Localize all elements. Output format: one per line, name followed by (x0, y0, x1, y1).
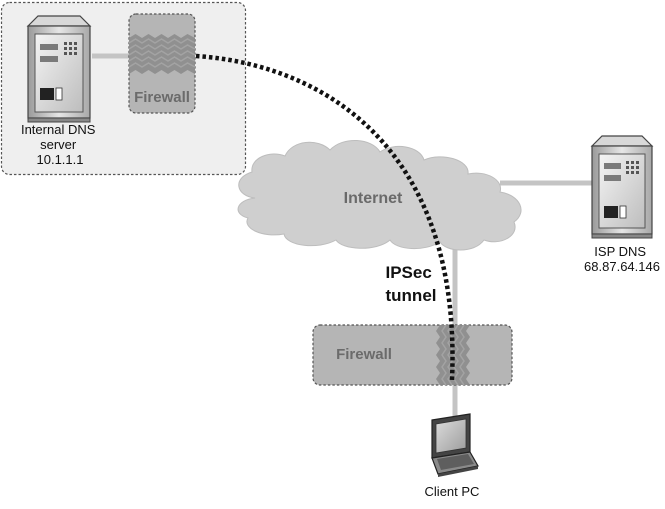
internal-dns-label-line-1: Internal DNS (21, 122, 96, 137)
isp-server-icon (590, 135, 654, 239)
ipsec-tunnel-path (195, 53, 455, 381)
internal-dns-label-line-2: server (40, 137, 77, 152)
client-pc-label: Client PC (425, 484, 480, 499)
internal-dns-label: Internal DNS server 10.1.1.1 (21, 122, 99, 167)
isp-dns-label-line-1: ISP DNS (594, 244, 646, 259)
internal-server-icon (26, 15, 92, 123)
firewall-bottom-label: Firewall (336, 346, 392, 363)
tunnel-label-line-2: tunnel (386, 286, 437, 305)
firewall-top-label: Firewall (134, 89, 190, 106)
firewall-top: Firewall (128, 13, 196, 114)
internet-cloud: Internet (237, 139, 522, 251)
tunnel-label-line-1: IPSec (385, 263, 431, 282)
firewall-bottom: Firewall (312, 324, 513, 386)
isp-dns-label-line-2: 68.87.64.146 (584, 259, 660, 274)
isp-dns-label: ISP DNS 68.87.64.146 (584, 244, 660, 274)
tunnel-label: IPSec tunnel (385, 263, 436, 305)
internet-label: Internet (344, 190, 403, 207)
cloud-icon (237, 139, 522, 251)
internal-dns-label-line-3: 10.1.1.1 (37, 152, 84, 167)
laptop-icon (431, 413, 479, 477)
